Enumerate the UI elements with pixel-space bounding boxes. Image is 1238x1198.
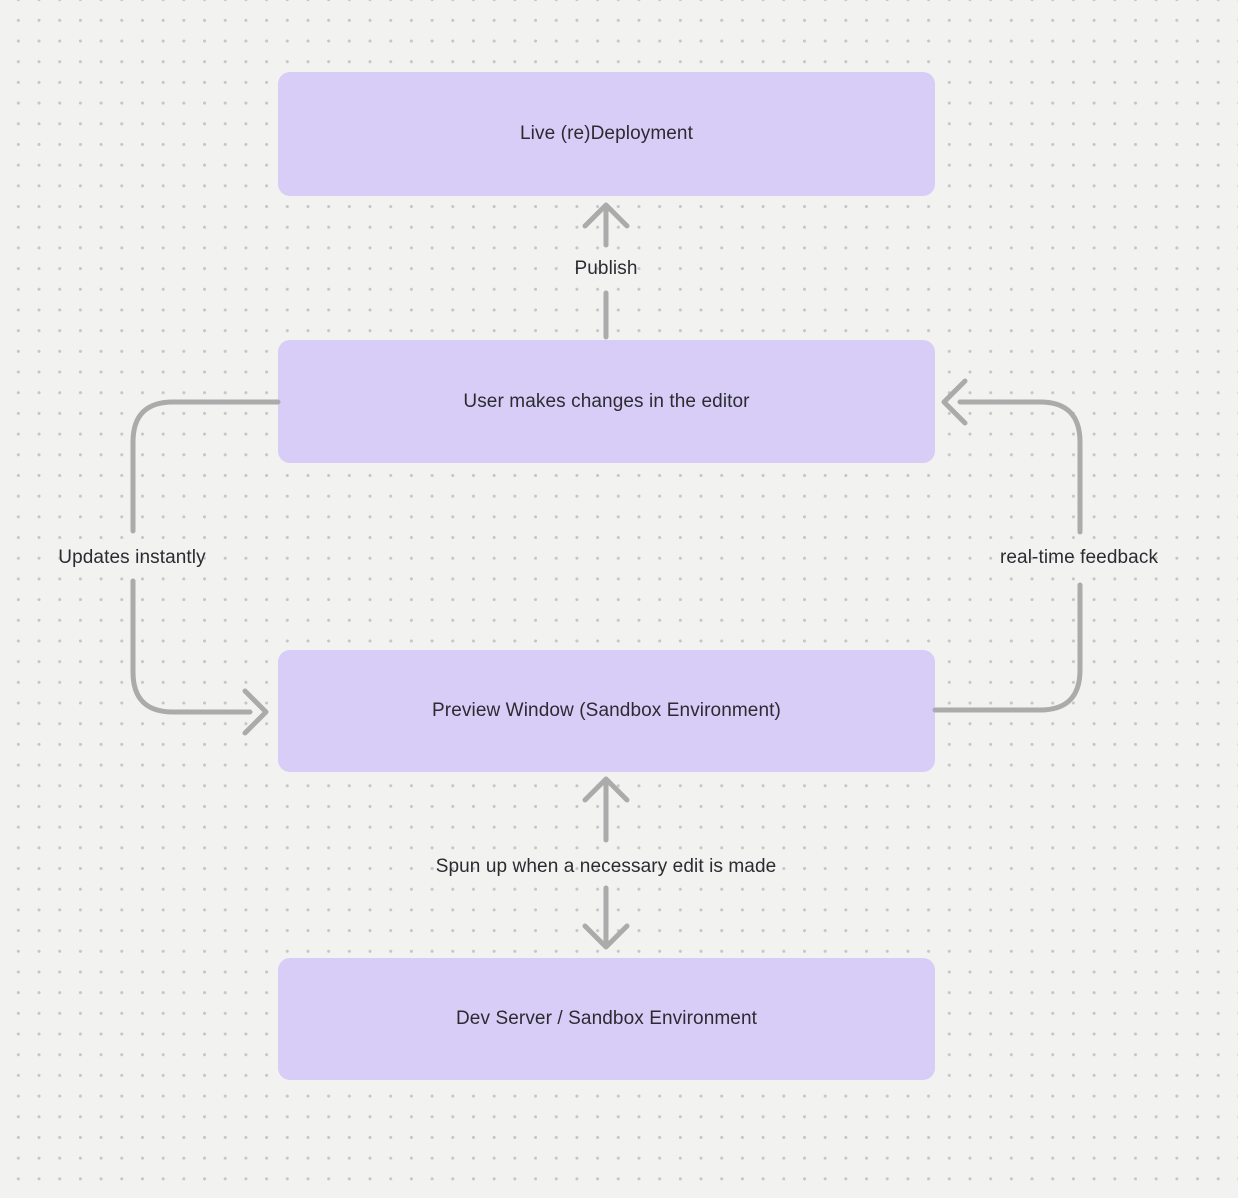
node-live-deployment-label: Live (re)Deployment	[520, 123, 693, 144]
node-editor-label: User makes changes in the editor	[463, 390, 750, 412]
node-dev-server-label: Dev Server / Sandbox Environment	[455, 1008, 757, 1029]
node-dev-server[interactable]: Dev Server / Sandbox Environment	[278, 958, 935, 1080]
node-live-deployment[interactable]: Live (re)Deployment	[278, 72, 935, 196]
node-preview-window[interactable]: Preview Window (Sandbox Environment)	[278, 650, 935, 772]
edge-label-spun-up: Spun up when a necessary edit is made	[435, 856, 777, 877]
edge-label-realtime-feedback: real-time feedback	[999, 547, 1159, 568]
arrow-realtime-feedback	[932, 378, 1083, 713]
edge-label-publish: Publish	[574, 258, 638, 279]
node-editor[interactable]: User makes changes in the editor	[278, 340, 935, 463]
edge-label-updates-instantly: Updates instantly	[58, 547, 206, 568]
node-preview-window-label: Preview Window (Sandbox Environment)	[432, 700, 781, 721]
